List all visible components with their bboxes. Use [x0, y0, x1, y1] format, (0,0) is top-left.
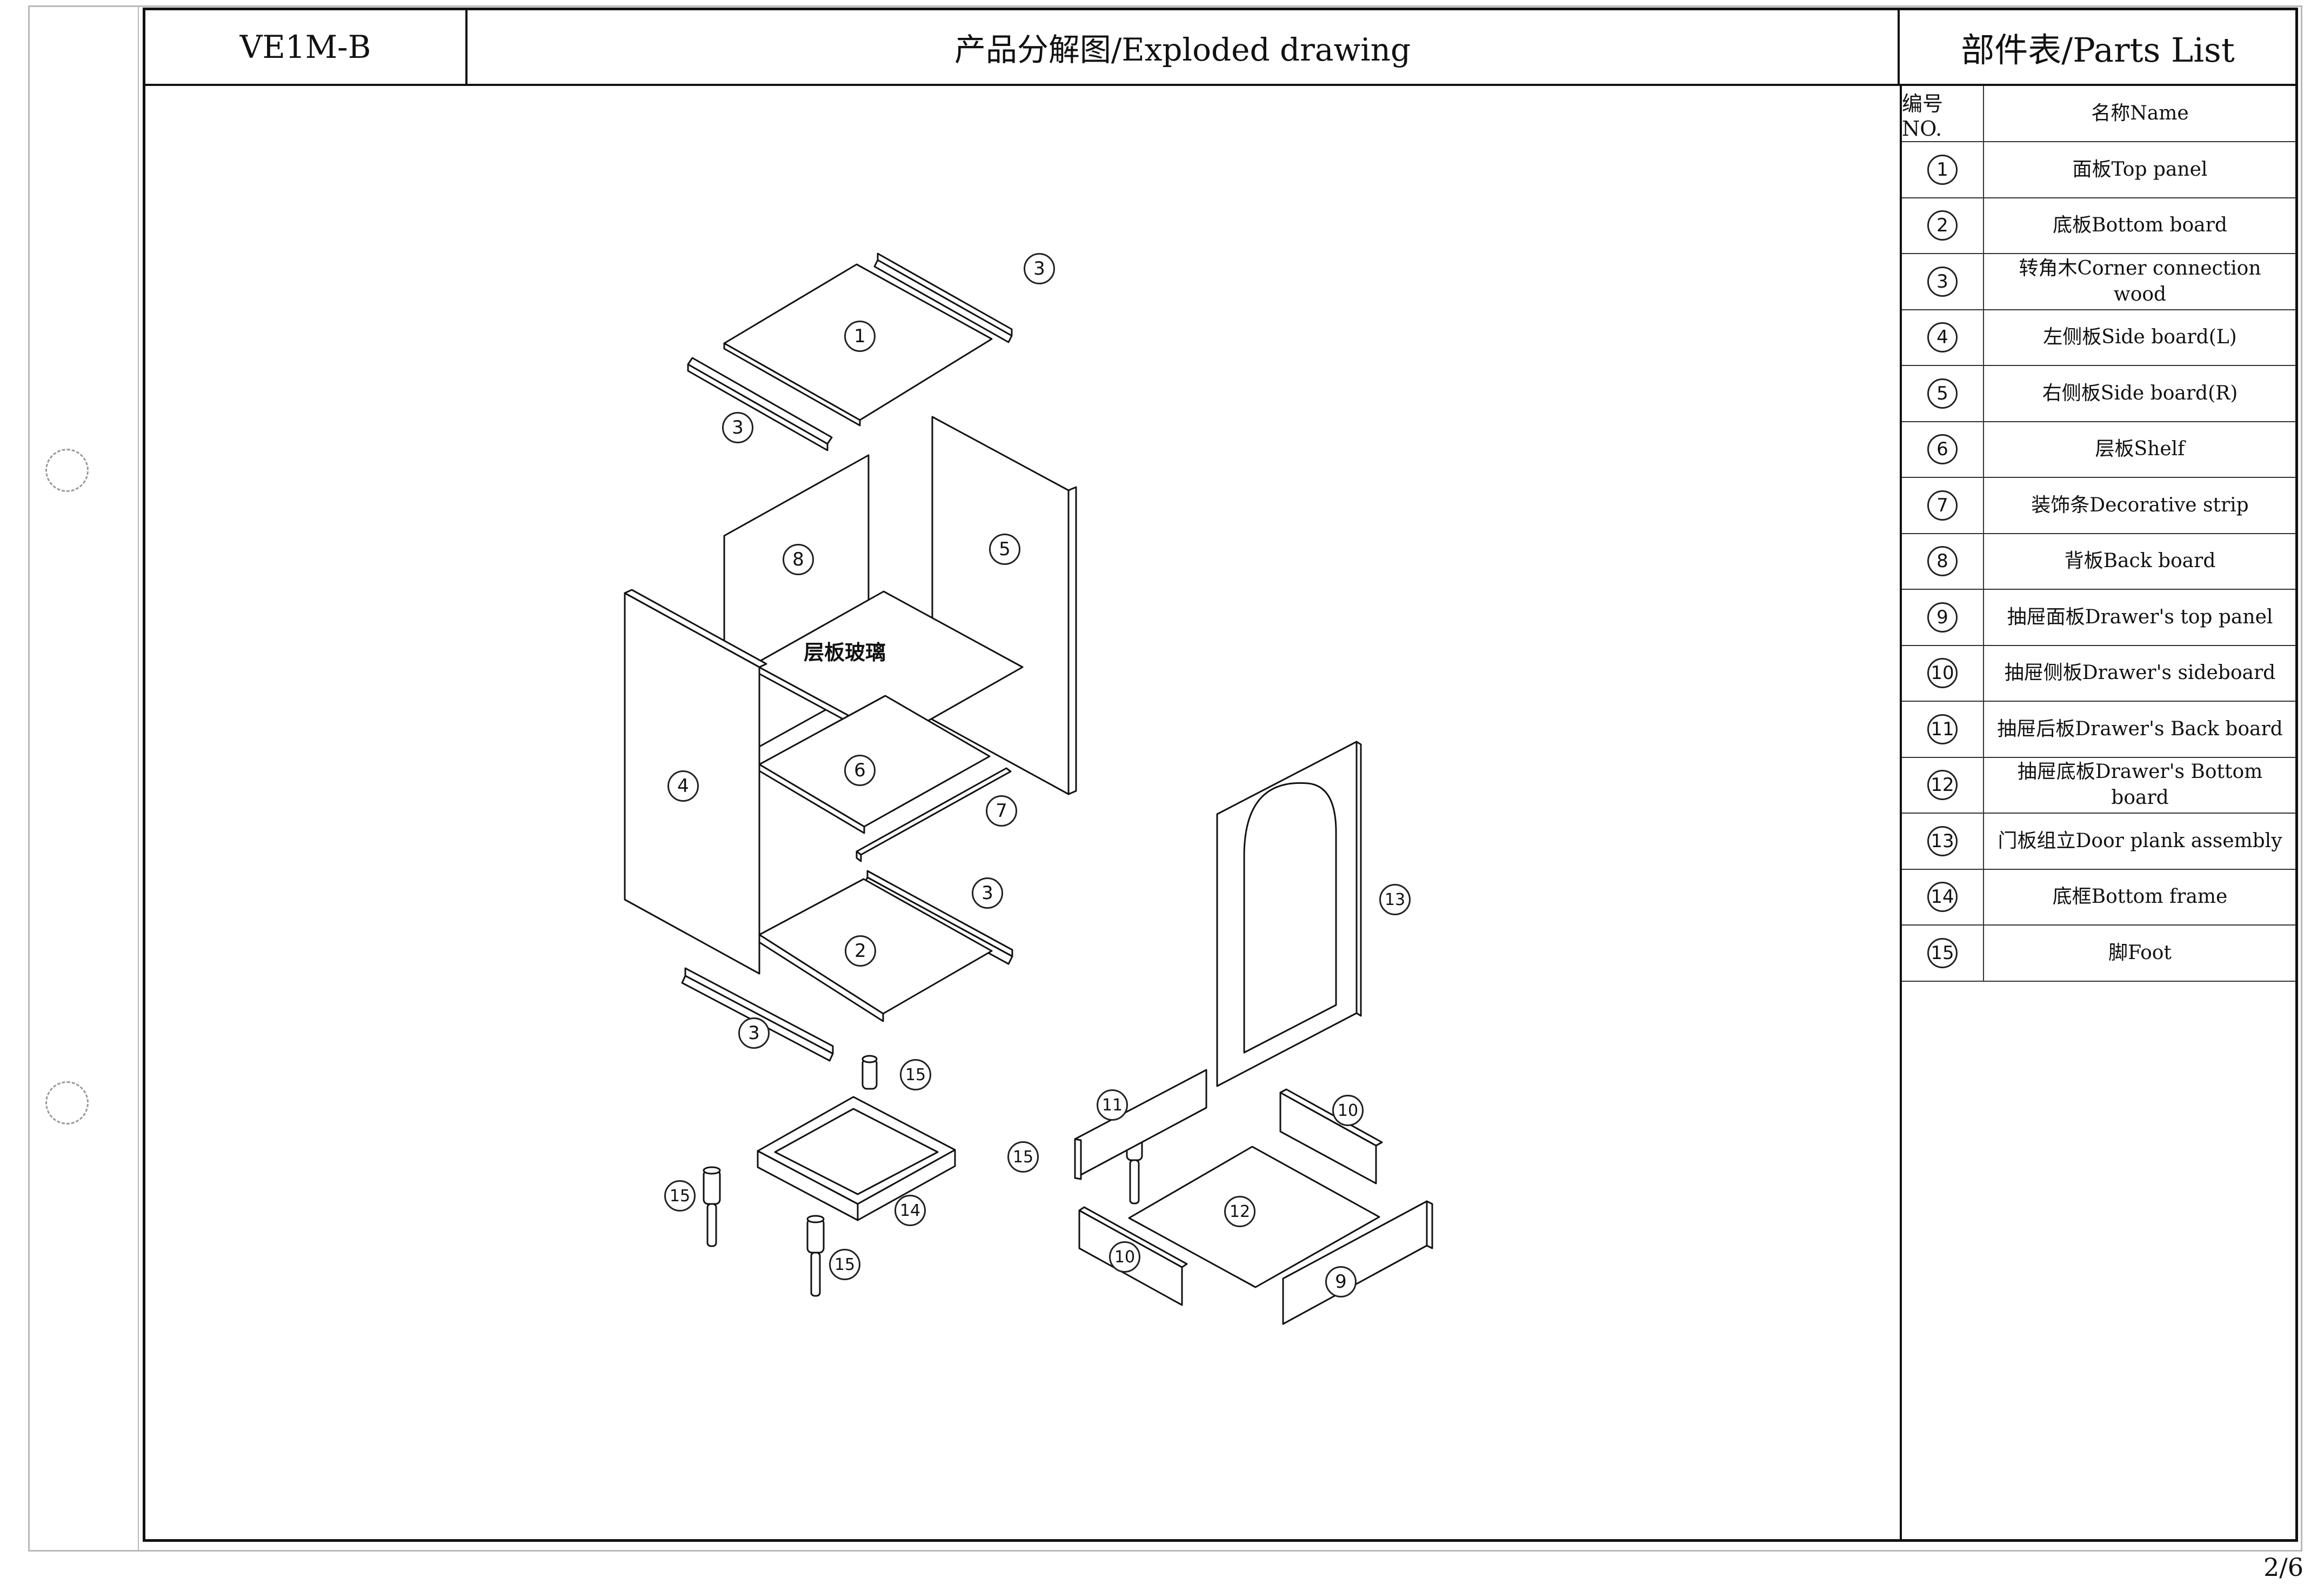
callout-14: 14: [894, 1195, 926, 1226]
parts-table-header: 编号NO. 名称Name: [1902, 86, 2296, 142]
part-number: 14: [1927, 882, 1958, 913]
parts-table: 编号NO. 名称Name 1 面板Top panel 2 底板Bottom boar…: [1902, 86, 2296, 982]
part-name: 抽屉后板Drawer's Back board: [1997, 717, 2283, 740]
callout-10: 10: [1109, 1241, 1140, 1273]
side-board-left-top: [624, 589, 767, 668]
decorative-strip: [856, 767, 1012, 862]
part-name: 底板Bottom board: [2053, 214, 2227, 237]
exploded-drawing: 层板玻璃 3 1 3 8 5 4 6 7 3 2 3 13 15 11 10 1…: [145, 86, 1897, 1539]
bottom-board-edge: [758, 934, 884, 1022]
table-row: 10 抽屉侧板Drawer's sideboard: [1902, 645, 2296, 702]
part-name: 脚Foot: [2108, 941, 2172, 964]
corner-wood-top-left: [687, 357, 833, 451]
callout-10: 10: [1332, 1095, 1364, 1126]
part-name: 抽屉侧板Drawer's sideboard: [2004, 662, 2276, 684]
drawing-frame: VE1M-B 产品分解图/Exploded drawing 部件表/Parts …: [143, 8, 2298, 1542]
drawer-sideboard-right: [1279, 1088, 1383, 1184]
outer-sheet-border: [139, 5, 2302, 1552]
punch-hole-bottom: [45, 1081, 89, 1124]
drawing-title: 产品分解图/Exploded drawing: [468, 10, 1900, 86]
table-row: 2 底板Bottom board: [1902, 198, 2296, 254]
part-name: 门板组立Door plank assembly: [1998, 829, 2282, 852]
callout-3: 3: [722, 412, 753, 443]
part-number: 1: [1927, 154, 1958, 185]
part-name: 抽屉面板Drawer's top panel: [2007, 605, 2273, 628]
part-name: 转角木Corner connection wood: [2019, 257, 2261, 305]
side-board-right-edge: [1067, 486, 1077, 795]
callout-5: 5: [989, 534, 1020, 565]
top-panel-edge: [723, 342, 861, 427]
part-number: 13: [1927, 826, 1958, 856]
foot-1: [862, 1055, 878, 1090]
part-name: 背板Back board: [2064, 550, 2216, 573]
page-number: 2/6: [2263, 1553, 2303, 1582]
part-name: 抽屉底板Drawer's Bottom board: [2017, 761, 2263, 809]
part-number: 2: [1927, 210, 1958, 241]
table-row: 11 抽屉后板Drawer's Back board: [1902, 702, 2296, 758]
table-row: 1 面板Top panel: [1902, 142, 2296, 198]
callout-3: 3: [972, 877, 1003, 909]
part-number: 4: [1927, 322, 1958, 353]
part-number: 8: [1927, 546, 1958, 577]
exploded-drawing-lines: [624, 252, 1433, 1325]
table-row: 13 门板组立Door plank assembly: [1902, 814, 2296, 870]
table-row: 4 左侧板Side board(L): [1902, 310, 2296, 366]
part-name: 右侧板Side board(R): [2042, 382, 2238, 404]
part-number: 6: [1927, 434, 1958, 465]
part-number: 9: [1927, 602, 1958, 633]
drawer-top-panel: [1282, 1200, 1433, 1325]
callout-13: 13: [1379, 884, 1411, 915]
glass-shelf-label: 层板玻璃: [804, 641, 886, 664]
table-row: 14 底框Bottom frame: [1902, 869, 2296, 926]
binder-margin: [28, 5, 139, 1552]
part-number: 3: [1927, 266, 1958, 297]
punch-hole-top: [45, 449, 89, 492]
callout-15: 15: [1007, 1141, 1039, 1173]
part-number: 5: [1927, 378, 1958, 409]
drawer-back-board: [1074, 1069, 1207, 1180]
part-number: 15: [1927, 937, 1958, 968]
part-name: 左侧板Side board(L): [2043, 326, 2237, 349]
table-row: 5 右侧板Side board(R): [1902, 366, 2296, 422]
callout-6: 6: [844, 755, 876, 786]
table-row: 9 抽屉面板Drawer's top panel: [1902, 590, 2296, 646]
door-assembly: [1216, 741, 1362, 1087]
part-number: 10: [1927, 658, 1958, 689]
callout-11: 11: [1097, 1089, 1128, 1121]
col-name-header: 名称Name: [2091, 102, 2189, 124]
corner-wood-top-right: [873, 252, 1013, 343]
callout-15: 15: [900, 1059, 931, 1090]
callout-2: 2: [845, 935, 876, 967]
table-row: 8 背板Back board: [1902, 534, 2296, 590]
callout-15: 15: [829, 1249, 860, 1280]
part-number: 12: [1927, 770, 1958, 801]
part-name: 底框Bottom frame: [2052, 886, 2228, 908]
foot-3: [703, 1166, 721, 1247]
callout-4: 4: [667, 770, 699, 802]
callout-3: 3: [1024, 253, 1055, 284]
table-row: 15 脚Foot: [1902, 926, 2296, 982]
foot-4: [806, 1215, 825, 1297]
table-divider: [1900, 86, 1902, 1542]
part-number: 7: [1927, 490, 1958, 521]
callout-9: 9: [1325, 1266, 1357, 1297]
callout-15: 15: [664, 1180, 696, 1212]
part-name: 层板Shelf: [2095, 438, 2185, 461]
part-name: 装饰条Decorative strip: [2031, 494, 2249, 516]
table-row: 12 抽屉底板Drawer's Bottom board: [1902, 757, 2296, 814]
part-number: 11: [1927, 714, 1958, 744]
callout-1: 1: [844, 321, 876, 352]
col-no-header: 编号NO.: [1902, 86, 1984, 141]
part-name: 面板Top panel: [2072, 158, 2208, 181]
callout-8: 8: [783, 544, 814, 575]
model-number: VE1M-B: [145, 10, 468, 86]
table-row: 3 转角木Corner connection wood: [1902, 254, 2296, 310]
callout-7: 7: [986, 795, 1017, 827]
table-row: 6 层板Shelf: [1902, 422, 2296, 478]
bottom-frame: [757, 1096, 956, 1221]
callout-3: 3: [738, 1017, 770, 1049]
callout-12: 12: [1224, 1196, 1256, 1227]
table-row: 7 装饰条Decorative strip: [1902, 478, 2296, 534]
parts-list-title: 部件表/Parts List: [1900, 10, 2296, 86]
